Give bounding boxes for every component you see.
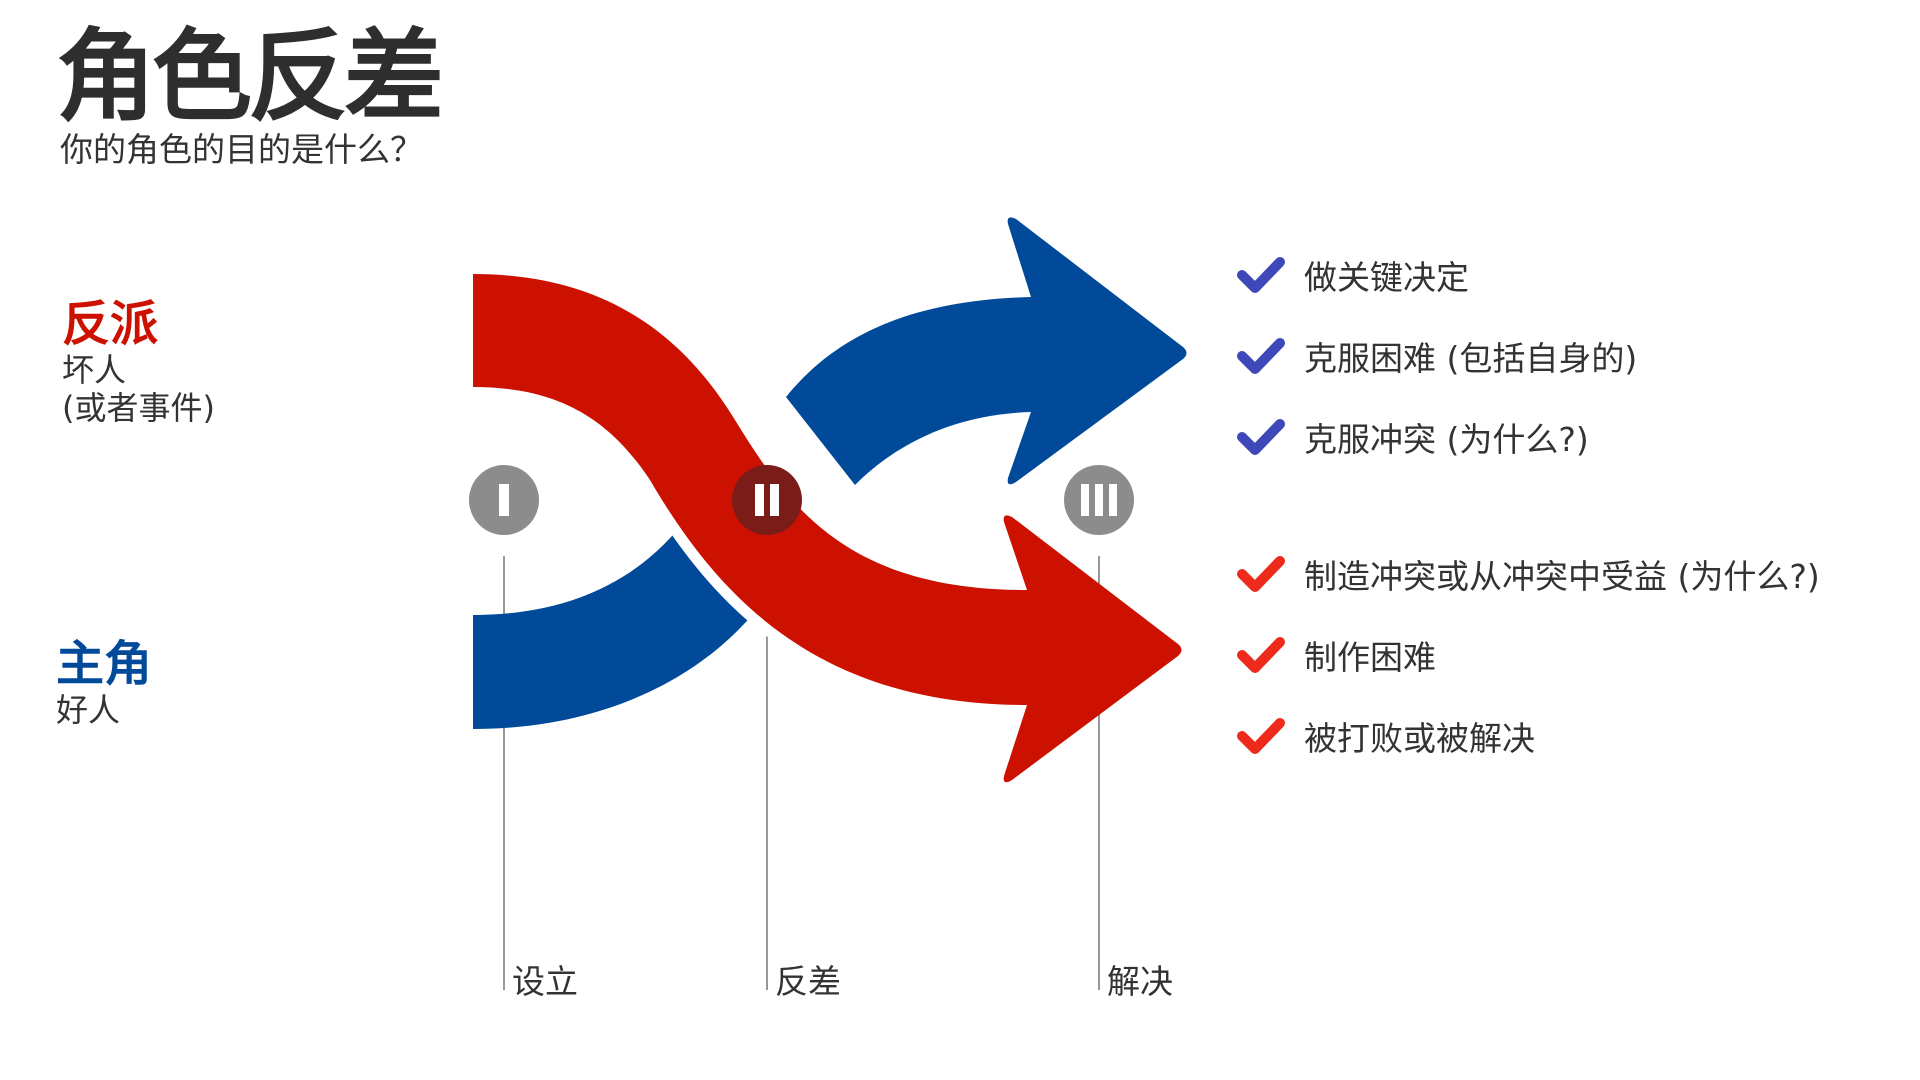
check-icon bbox=[1237, 718, 1285, 754]
goal-text: 克服困难 (包括自身的) bbox=[1304, 339, 1638, 378]
phase-label-setup: 设立 bbox=[512, 962, 578, 1001]
protagonist-label: 主角 好人 bbox=[56, 638, 152, 729]
list-item: 制作困难 bbox=[1236, 630, 1436, 680]
phase-marker-3 bbox=[1064, 465, 1134, 535]
antagonist-desc: 坏人 bbox=[62, 350, 127, 389]
list-item: 做关键决定 bbox=[1236, 250, 1469, 300]
phase-marker-1 bbox=[469, 465, 539, 535]
list-item: 被打败或被解决 bbox=[1236, 711, 1535, 761]
goal-text: 被打败或被解决 bbox=[1304, 719, 1535, 758]
phase-label-resolution: 解决 bbox=[1107, 962, 1173, 1001]
check-icon bbox=[1237, 556, 1285, 592]
check-icon bbox=[1237, 637, 1285, 673]
page-title: 角色反差 bbox=[56, 18, 444, 135]
page-subtitle: 你的角色的目的是什么？ bbox=[60, 130, 423, 169]
list-item: 克服冲突 (为什么?) bbox=[1236, 412, 1589, 462]
antagonist-name: 反派 bbox=[62, 296, 159, 352]
goal-text: 制作困难 bbox=[1304, 638, 1436, 677]
goal-text: 制造冲突或从冲突中受益 (为什么?) bbox=[1304, 557, 1820, 596]
list-item: 制造冲突或从冲突中受益 (为什么?) bbox=[1236, 549, 1820, 599]
check-icon bbox=[1237, 338, 1285, 374]
protagonist-arrow-tail bbox=[473, 518, 758, 729]
phase-marker-2 bbox=[732, 465, 802, 535]
antagonist-arrow bbox=[473, 274, 1182, 783]
protagonist-name: 主角 bbox=[56, 636, 153, 692]
phase-label-contrast: 反差 bbox=[775, 962, 841, 1001]
check-icon bbox=[1237, 257, 1285, 293]
antagonist-label: 反派 坏人 (或者事件) bbox=[62, 298, 215, 428]
goal-text: 克服冲突 (为什么?) bbox=[1304, 420, 1589, 459]
protagonist-arrow-head bbox=[786, 217, 1187, 486]
protagonist-desc: 好人 bbox=[56, 690, 121, 729]
list-item: 克服困难 (包括自身的) bbox=[1236, 331, 1637, 381]
check-icon bbox=[1237, 419, 1285, 455]
goal-text: 做关键决定 bbox=[1304, 258, 1469, 297]
antagonist-desc-note: (或者事件) bbox=[62, 389, 215, 428]
